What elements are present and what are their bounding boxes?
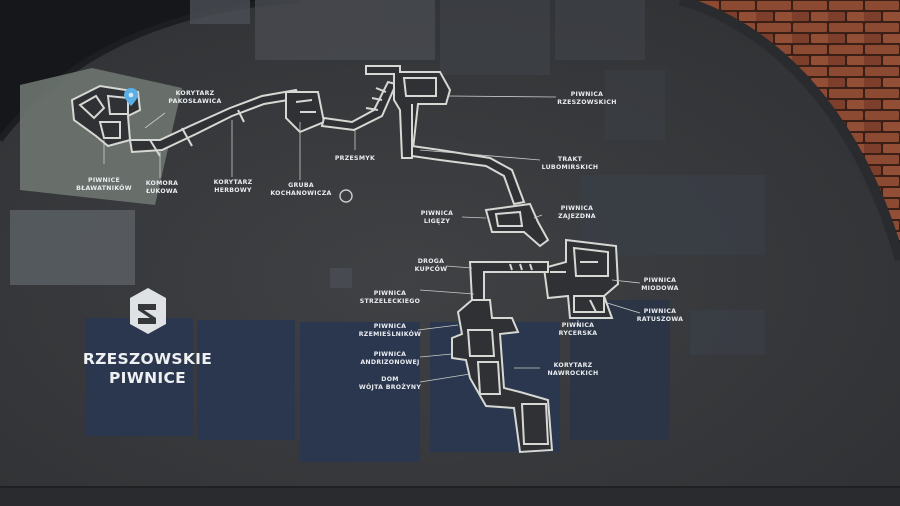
cellar-route <box>70 65 620 454</box>
brand-line-2: PIWNICE <box>108 369 187 387</box>
location-pin-icon <box>124 88 138 106</box>
label-przesmyk: PRZESMYK <box>334 155 376 162</box>
rzeszow-cellars-logo <box>130 288 166 334</box>
navy-blocks <box>85 300 670 462</box>
brand-wordmark: RZESZOWSKIE PIWNICE <box>80 350 215 388</box>
leader-lines <box>103 95 641 383</box>
city-blocks <box>10 0 765 355</box>
brand-line-1: RZESZOWSKIE <box>82 350 213 368</box>
circle-marker-icon <box>339 189 353 203</box>
